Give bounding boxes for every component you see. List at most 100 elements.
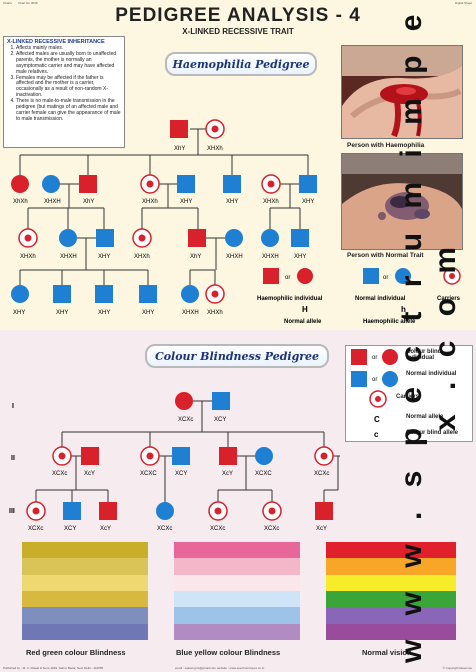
gen4-labels: XHY XHY XHY XHY XHXH XHXh <box>13 310 223 316</box>
legend-affected-female <box>297 268 313 284</box>
haemophilia-photo <box>341 45 463 139</box>
svg-text:XHY: XHY <box>56 310 68 316</box>
legend-or: or <box>285 275 290 281</box>
legend-h: h <box>401 305 406 314</box>
gen2-labels: XhXh XHXH XhY XHXh XHY XHY XHXh XHY <box>13 199 314 205</box>
legend-H: H <box>302 305 308 314</box>
svg-text:XHY: XHY <box>294 254 306 260</box>
haemophilia-photo-caption: Person with Haemophilia <box>347 142 425 149</box>
svg-text:XHXH: XHXH <box>60 254 77 260</box>
normal-female-symbol <box>11 285 29 303</box>
legend-normal-allele-label: Normal allele <box>406 414 444 420</box>
affected-male-symbol <box>170 120 188 138</box>
carrier-female-symbol <box>132 228 152 248</box>
legend-normal-female <box>382 371 398 387</box>
carrier-female-symbol <box>140 446 160 466</box>
svg-text:XhXh: XhXh <box>13 199 28 205</box>
footer-copyright: © Copyright Reserves <box>442 666 472 670</box>
svg-text:XCXc: XCXc <box>157 526 172 532</box>
svg-text:XCXC: XCXC <box>140 471 157 477</box>
info-point: Affected males are usually born to unaff… <box>16 51 121 76</box>
color-stripe <box>22 558 148 575</box>
carrier-female-symbol <box>314 446 334 466</box>
color-stripe <box>22 590 148 608</box>
chart-label: Charts <box>3 1 12 5</box>
color-stripe <box>326 607 456 624</box>
svg-text:I: I <box>12 403 14 410</box>
affected-male-symbol <box>219 447 237 465</box>
svg-text:XcY: XcY <box>100 526 111 532</box>
red-green-caption: Red green colour Blindness <box>26 648 126 657</box>
normal-female-symbol <box>261 229 279 247</box>
carrier-female-symbol <box>261 174 281 194</box>
normal-male-symbol <box>63 502 81 520</box>
color-stripe <box>174 607 300 624</box>
genotype-label: XHXh <box>207 146 223 152</box>
legend-affected-male <box>263 268 279 284</box>
gen2-labels: XCXc XcY XCXC XCY XcY XCXC XCXc <box>52 471 329 477</box>
gen3-labels: XHXh XHXH XHY XHXh XhY XHXH XHXH XHY <box>20 254 306 260</box>
color-stripe <box>326 623 456 640</box>
affected-male-symbol <box>315 502 333 520</box>
info-heading: X-LINKED RECESSIVE INHERITANCE <box>7 39 105 45</box>
color-stripe <box>22 542 148 559</box>
svg-text:XHXH: XHXH <box>44 199 61 205</box>
legend-normal-label: Normal individual <box>355 296 406 302</box>
svg-text:XHY: XHY <box>226 199 238 205</box>
svg-text:XcY: XcY <box>222 471 233 477</box>
color-stripe <box>326 590 456 608</box>
gen3-labels: XCXc XCY XcY XCXc XCXc XCXc XcY <box>28 526 327 532</box>
legend-affected-male <box>351 349 367 365</box>
svg-text:or: or <box>372 377 377 383</box>
svg-text:XcY: XcY <box>84 471 95 477</box>
page-subtitle: X-LINKED RECESSIVE TRAIT <box>182 27 294 36</box>
svg-text:XHXH: XHXH <box>182 310 199 316</box>
svg-text:II: II <box>11 455 15 462</box>
footer-contact: email : salesmgrrs@gmail.com website : w… <box>175 666 265 670</box>
affected-male-symbol <box>99 502 117 520</box>
svg-text:C: C <box>374 415 380 424</box>
normal-male-symbol <box>95 285 113 303</box>
affected-male-symbol <box>81 447 99 465</box>
carrier-female-symbol <box>140 174 160 194</box>
legend-or: or <box>383 275 388 281</box>
info-point: There is no male-to-male transmission in… <box>16 98 121 123</box>
svg-text:XHXh: XHXh <box>20 254 36 260</box>
pedigree-lines <box>35 400 340 502</box>
legend-cb-allele-label: Colour blind allele <box>406 430 459 436</box>
legend-normal-male <box>351 371 367 387</box>
svg-text:XHXH: XHXH <box>262 254 279 260</box>
svg-text:XHY: XHY <box>98 310 110 316</box>
website-watermark: w w w . s p e c t r u m i m p e x . c o … <box>395 6 462 664</box>
normal-female-symbol <box>59 229 77 247</box>
normal-male-symbol <box>96 229 114 247</box>
svg-text:XCXc: XCXc <box>28 526 43 532</box>
svg-text:XHXh: XHXh <box>134 254 150 260</box>
svg-text:or: or <box>372 355 377 361</box>
chart-number: Chart No 3045 <box>18 1 38 5</box>
legend-haemophilic-label: Haemophilic individual <box>257 296 323 302</box>
blue-yellow-card <box>174 542 300 640</box>
svg-text:XHY: XHY <box>302 199 314 205</box>
svg-text:III: III <box>9 508 15 515</box>
svg-text:XhY: XhY <box>83 199 94 205</box>
info-point: Affects mainly males. <box>16 45 121 52</box>
svg-text:XhY: XhY <box>190 254 201 260</box>
svg-text:XCXc: XCXc <box>210 526 225 532</box>
normal-female-symbol <box>181 285 199 303</box>
colour-blindness-legend: or or C c <box>345 345 473 442</box>
carrier-female-symbol <box>208 501 228 521</box>
colour-blindness-banner: Colour Blindness Pedigree <box>145 344 329 368</box>
normal-female-symbol <box>156 502 174 520</box>
carrier-female-symbol <box>262 501 282 521</box>
svg-text:XCXc: XCXc <box>314 471 329 477</box>
carrier-female-symbol <box>26 501 46 521</box>
red-green-card <box>22 542 148 640</box>
legend-haemophilic-allele-label: Haemophilic allele <box>363 319 416 325</box>
color-stripe <box>326 574 456 591</box>
haemophilia-legend: or Haemophilic individual or Normal indi… <box>257 267 461 325</box>
pedigree-lines <box>19 128 309 285</box>
normal-male-symbol <box>177 175 195 193</box>
svg-text:XCY: XCY <box>175 471 187 477</box>
svg-text:c: c <box>374 430 379 439</box>
